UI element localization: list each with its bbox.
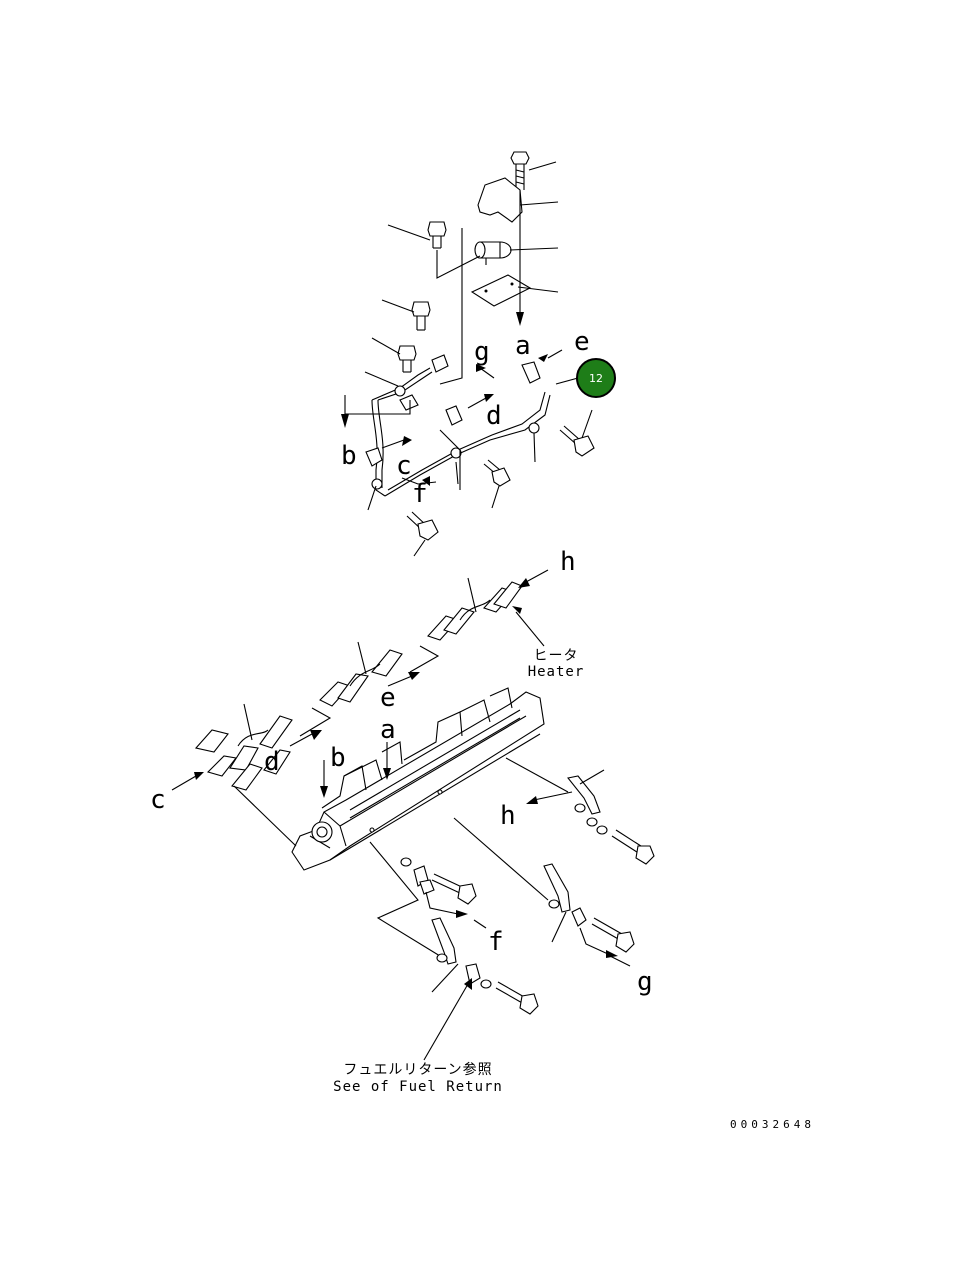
callout-12-number: 12 — [589, 372, 603, 385]
callout-12-badge[interactable]: 12 — [576, 358, 616, 398]
label-a-lower: a — [380, 715, 396, 745]
label-c-upper: c — [396, 451, 412, 481]
label-c-lower: c — [150, 785, 166, 815]
wiring-harness — [365, 354, 551, 497]
mount-bracket — [477, 177, 523, 223]
label-f-lower: f — [488, 927, 504, 957]
label-h-upper: h — [560, 547, 576, 577]
label-d-upper: d — [486, 401, 502, 431]
drawing-code: 00032648 — [730, 1118, 815, 1131]
heater-relay — [474, 241, 512, 265]
label-h-lower: h — [500, 801, 516, 831]
bolt-f — [406, 511, 439, 541]
lower-hardware: h f g — [369, 757, 655, 1061]
relay-plate — [470, 274, 532, 307]
upper-assembly — [341, 151, 595, 557]
fuel-return-label-jp: フュエルリターン参照 — [343, 1061, 492, 1078]
bolt-e — [559, 425, 595, 457]
label-a-upper: a — [515, 331, 531, 361]
top-bolt — [510, 151, 530, 190]
heater-chain — [171, 569, 549, 791]
bolt-left-3 — [397, 345, 417, 373]
label-d-middle: d — [264, 747, 280, 777]
heater-label-jp: ヒータ — [534, 648, 579, 664]
label-g-lower: g — [637, 967, 653, 997]
label-f-upper: f — [412, 479, 428, 509]
bolt-left-2 — [411, 301, 431, 331]
label-b-lower: b — [330, 743, 346, 773]
fuel-return-label-en: See of Fuel Return — [333, 1079, 503, 1095]
label-b-upper: b — [341, 441, 357, 471]
heater-label-en: Heater — [528, 664, 585, 680]
label-g-upper: g — [474, 337, 490, 367]
label-e-upper: e — [574, 327, 590, 357]
label-e-middle: e — [380, 683, 396, 713]
intake-manifold — [291, 687, 545, 871]
bolt-d — [483, 459, 511, 487]
bolt-left-1 — [427, 221, 447, 249]
